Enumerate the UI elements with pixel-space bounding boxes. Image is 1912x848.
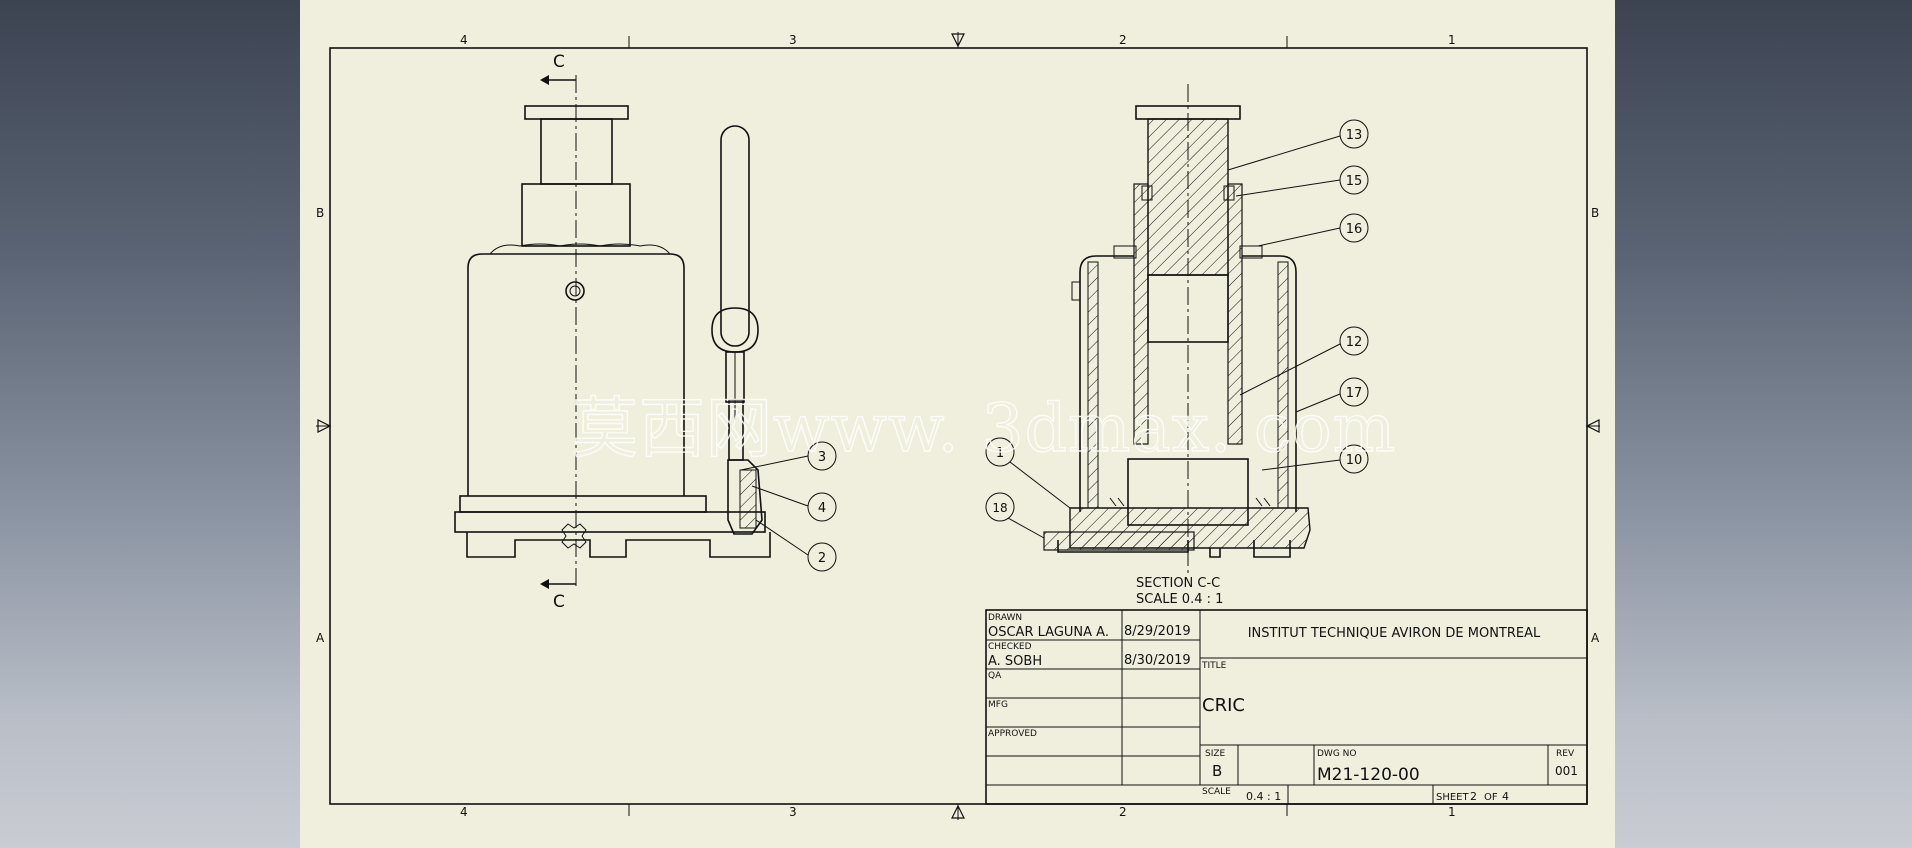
balloon-13-label: 13 [1346, 128, 1363, 143]
rev-label: REV [1556, 749, 1575, 759]
zone-col-1-top: 1 [1448, 33, 1456, 47]
qa-label: QA [988, 671, 1002, 681]
sheet-number: 2 [1470, 790, 1477, 803]
title-label: TITLE [1201, 661, 1227, 671]
balloon-12-label: 12 [1346, 335, 1363, 350]
balloon-18-label: 18 [992, 501, 1007, 515]
zone-row-a-left: A [316, 631, 325, 645]
balloon-16-label: 16 [1346, 222, 1363, 237]
zone-row-b-left: B [316, 206, 324, 220]
approved-label: APPROVED [988, 729, 1037, 739]
zone-col-2-top: 2 [1119, 33, 1127, 47]
balloon-1[interactable]: 1 [985, 437, 1071, 509]
zone-row-a-right: A [1591, 631, 1600, 645]
balloon-17-label: 17 [1346, 386, 1363, 401]
balloon-4[interactable]: 4 [751, 485, 837, 522]
section-caption: SECTION C-C [1136, 576, 1220, 591]
section-scale: SCALE 0.4 : 1 [1136, 592, 1223, 607]
sheet-total: 4 [1502, 790, 1509, 803]
rev-value: 001 [1555, 764, 1578, 778]
balloon-18[interactable]: 18 [985, 492, 1045, 539]
title-block [985, 609, 1588, 805]
zone-col-3-top: 3 [789, 33, 797, 47]
balloon-4-label: 4 [818, 501, 826, 516]
zone-col-2-bottom: 2 [1119, 805, 1127, 819]
size-value: B [1212, 762, 1222, 780]
checked-label: CHECKED [988, 642, 1032, 652]
dwg-no-value: M21-120-00 [1317, 765, 1420, 785]
balloon-13[interactable]: 13 [1227, 119, 1369, 171]
zone-col-3-bottom: 3 [789, 805, 797, 819]
zone-col-4-top: 4 [460, 33, 468, 47]
watermark: 莫西网www. 3dmax. com [572, 390, 1396, 467]
section-view[interactable] [1043, 84, 1311, 575]
section-label-top: C [553, 52, 565, 72]
balloon-2[interactable]: 2 [755, 519, 837, 572]
scale-value: 0.4 : 1 [1246, 790, 1281, 803]
zone-ticks [316, 32, 1600, 820]
zone-col-1-bottom: 1 [1448, 805, 1456, 819]
centering-marks [317, 33, 1600, 819]
drawn-label: DRAWN [988, 613, 1022, 623]
size-label: SIZE [1205, 749, 1226, 759]
mfg-label: MFG [988, 700, 1008, 710]
balloon-15[interactable]: 15 [1235, 165, 1369, 197]
balloon-3[interactable]: 3 [740, 441, 837, 471]
scale-label: SCALE [1202, 787, 1231, 797]
sheet-label: SHEET [1436, 792, 1470, 803]
company-name: INSTITUT TECHNIQUE AVIRON DE MONTREAL [1248, 626, 1541, 641]
balloon-15-label: 15 [1346, 174, 1363, 189]
balloon-10-label: 10 [1346, 453, 1363, 468]
balloon-16[interactable]: 16 [1257, 213, 1369, 247]
section-label-bottom: C [553, 592, 565, 612]
balloon-12[interactable]: 12 [1239, 326, 1369, 396]
zone-row-b-right: B [1591, 206, 1599, 220]
dwg-no-label: DWG NO [1317, 749, 1356, 759]
balloon-1-label: 1 [996, 446, 1004, 461]
title-block-text: DRAWN OSCAR LAGUNA A. 8/29/2019 CHECKED … [988, 613, 1578, 803]
balloon-17[interactable]: 17 [1295, 377, 1369, 413]
front-view[interactable] [454, 75, 771, 589]
drawing-title: CRIC [1202, 695, 1245, 716]
zone-col-4-bottom: 4 [460, 805, 468, 819]
balloon-2-label: 2 [818, 551, 826, 566]
balloon-10[interactable]: 10 [1261, 444, 1369, 474]
checked-name: A. SOBH [988, 654, 1042, 669]
drawn-name: OSCAR LAGUNA A. [988, 625, 1109, 640]
drawn-date: 8/29/2019 [1124, 624, 1191, 639]
sheet-of-label: OF [1484, 792, 1498, 803]
checked-date: 8/30/2019 [1124, 653, 1191, 668]
balloon-3-label: 3 [818, 450, 826, 465]
drawing-sheet [300, 0, 1615, 848]
